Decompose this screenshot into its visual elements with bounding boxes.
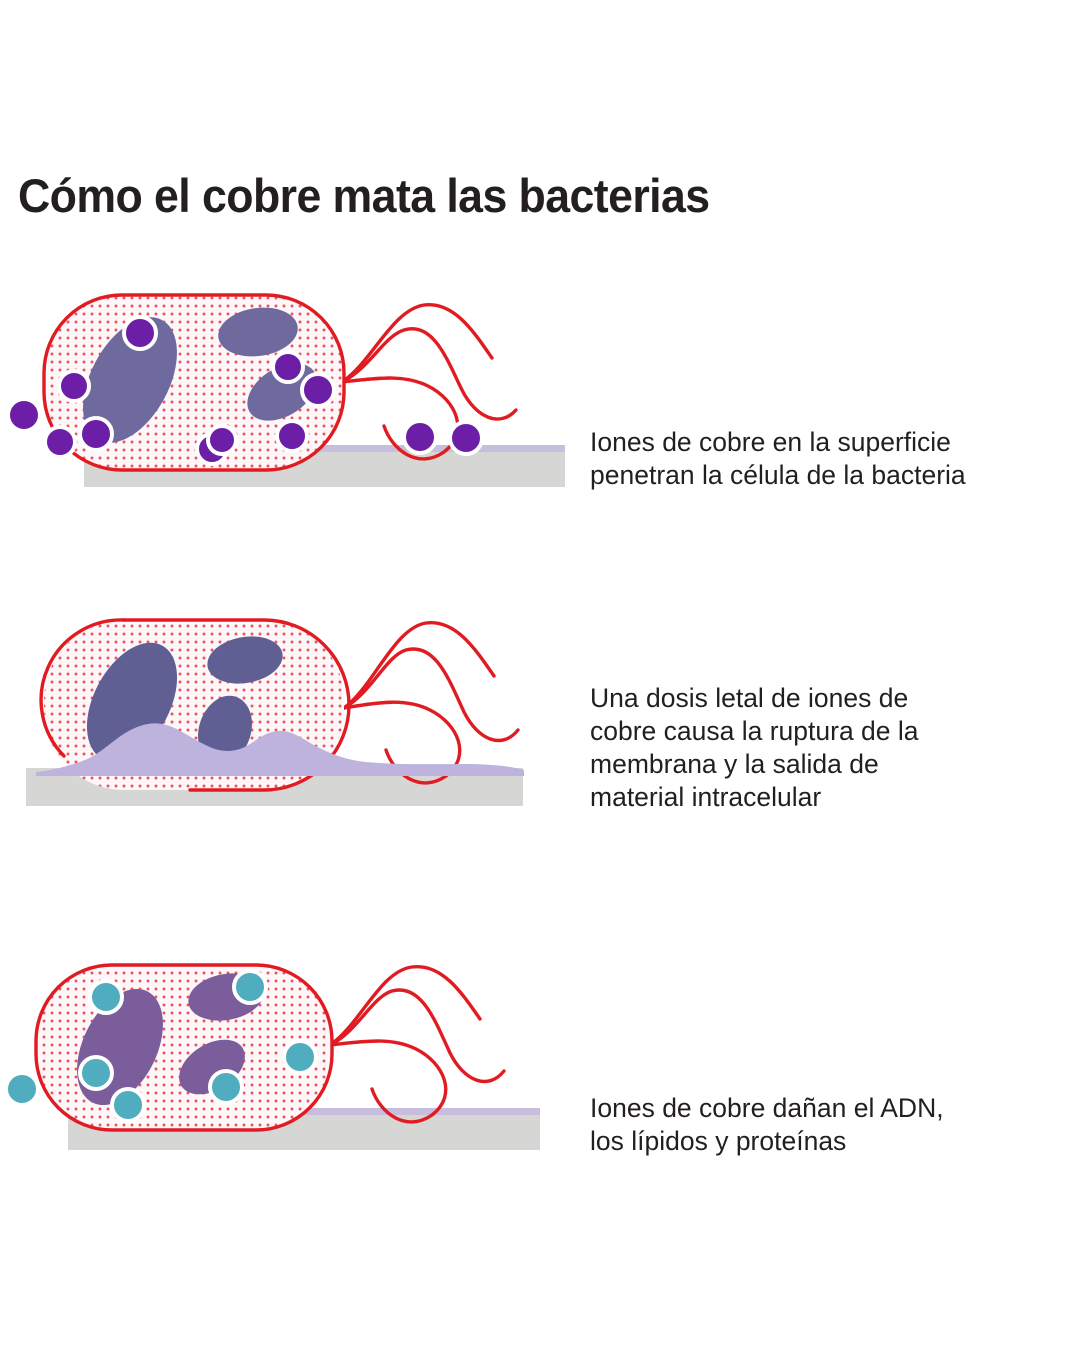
copper-ion (402, 419, 438, 455)
copper-ion (110, 1087, 146, 1123)
copper-ion-group (6, 315, 484, 466)
copper-ion (275, 419, 309, 453)
organelle (83, 317, 177, 443)
copper-ion (448, 420, 484, 456)
copper-ion (271, 350, 305, 384)
organelle (218, 307, 298, 357)
bacterium-cell (42, 293, 346, 472)
copper-ion (6, 397, 42, 433)
copper-ion (43, 425, 77, 459)
caption-ion-penetration: Iones de cobre en la superficie penetran… (590, 427, 966, 490)
copper-ion (282, 1039, 318, 1075)
caption-membrane-rupture: Una dosis letal de iones de cobre causa … (590, 683, 919, 812)
organelle (198, 695, 252, 765)
organelle (207, 636, 283, 684)
copper-ion (122, 315, 158, 351)
panel-ion-penetration: Iones de cobre en la superficie penetran… (0, 270, 1080, 530)
copper-ion (57, 369, 91, 403)
copper-ion (206, 424, 238, 456)
copper-ion (78, 416, 114, 452)
copper-ion (208, 1069, 244, 1105)
copper-ion (300, 372, 336, 408)
flagella-group (328, 965, 506, 1124)
intracellular-spill (36, 723, 524, 776)
organelle-group (83, 307, 317, 443)
flagella-group (340, 303, 518, 461)
caption-dna-damage: Iones de cobre dañan el ADN, los lípidos… (590, 1093, 944, 1156)
diagram-membrane-rupture (26, 618, 524, 806)
copper-ion (232, 969, 268, 1005)
copper-ion-group (4, 969, 318, 1123)
page-title: Cómo el cobre mata las bacterias (18, 169, 710, 222)
flagella-group (342, 621, 520, 785)
diagram-ion-penetration (6, 293, 565, 487)
copper-ion (78, 1055, 114, 1091)
diagram-dna-damage (4, 963, 540, 1150)
copper-ion (88, 979, 124, 1015)
panel-membrane-rupture: Una dosis letal de iones de cobre causa … (0, 590, 1080, 850)
panel-dna-damage: Iones de cobre dañan el ADN, los lípidos… (0, 940, 1080, 1190)
copper-ion (4, 1071, 40, 1107)
